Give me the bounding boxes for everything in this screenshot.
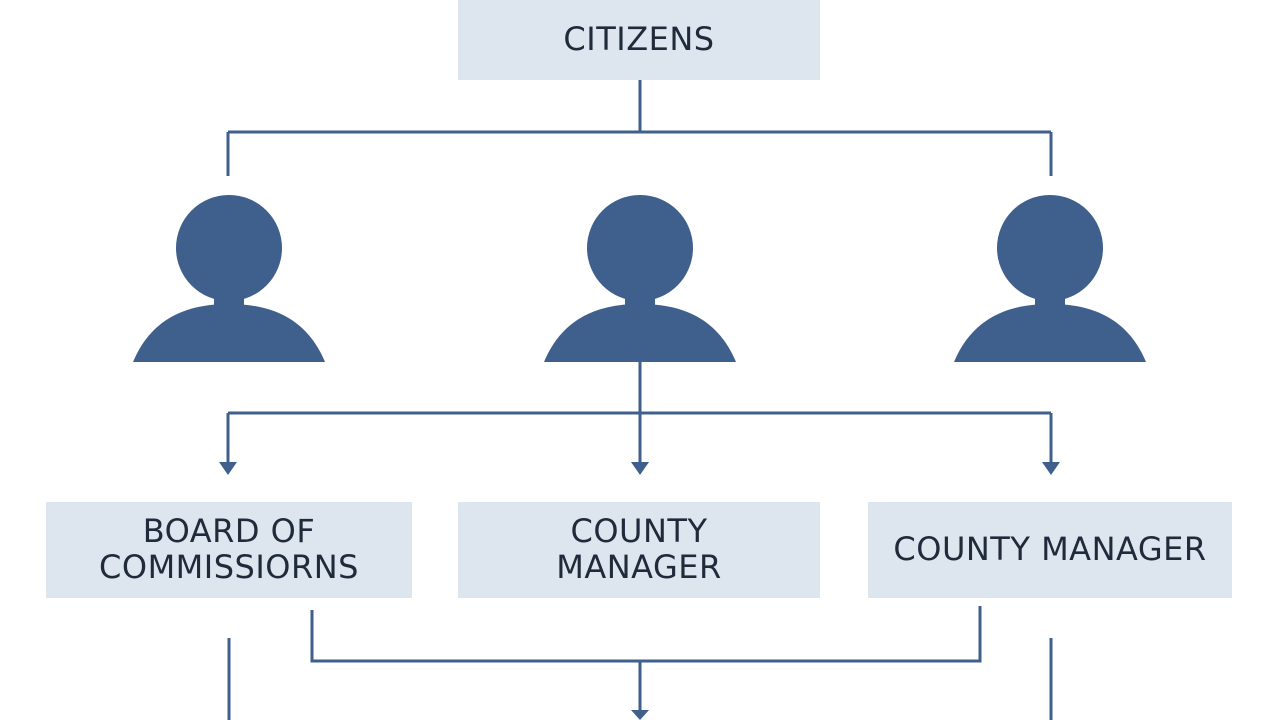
arrowhead-center [631,462,649,475]
arrowhead-right [1042,462,1060,475]
board-of-commissioners-label: BOARD OF COMMISSIORNS [99,512,359,586]
connector-bottom-merge [310,606,982,663]
person-icon [954,195,1146,362]
person-icon [544,195,736,362]
arrowhead-bottom-center [631,710,649,720]
board-of-commissioners-box: BOARD OF COMMISSIORNS [46,502,412,598]
person-icon [133,195,325,362]
county-manager-label-right: COUNTY MANAGER [893,530,1207,569]
arrowhead-left [219,462,237,475]
county-manager-box-right: COUNTY MANAGER [868,502,1232,598]
county-manager-box: COUNTY MANAGER [458,502,820,598]
citizens-label: CITIZENS [563,20,715,59]
citizens-box: CITIZENS [458,0,820,80]
county-manager-label: COUNTY MANAGER [556,512,722,586]
